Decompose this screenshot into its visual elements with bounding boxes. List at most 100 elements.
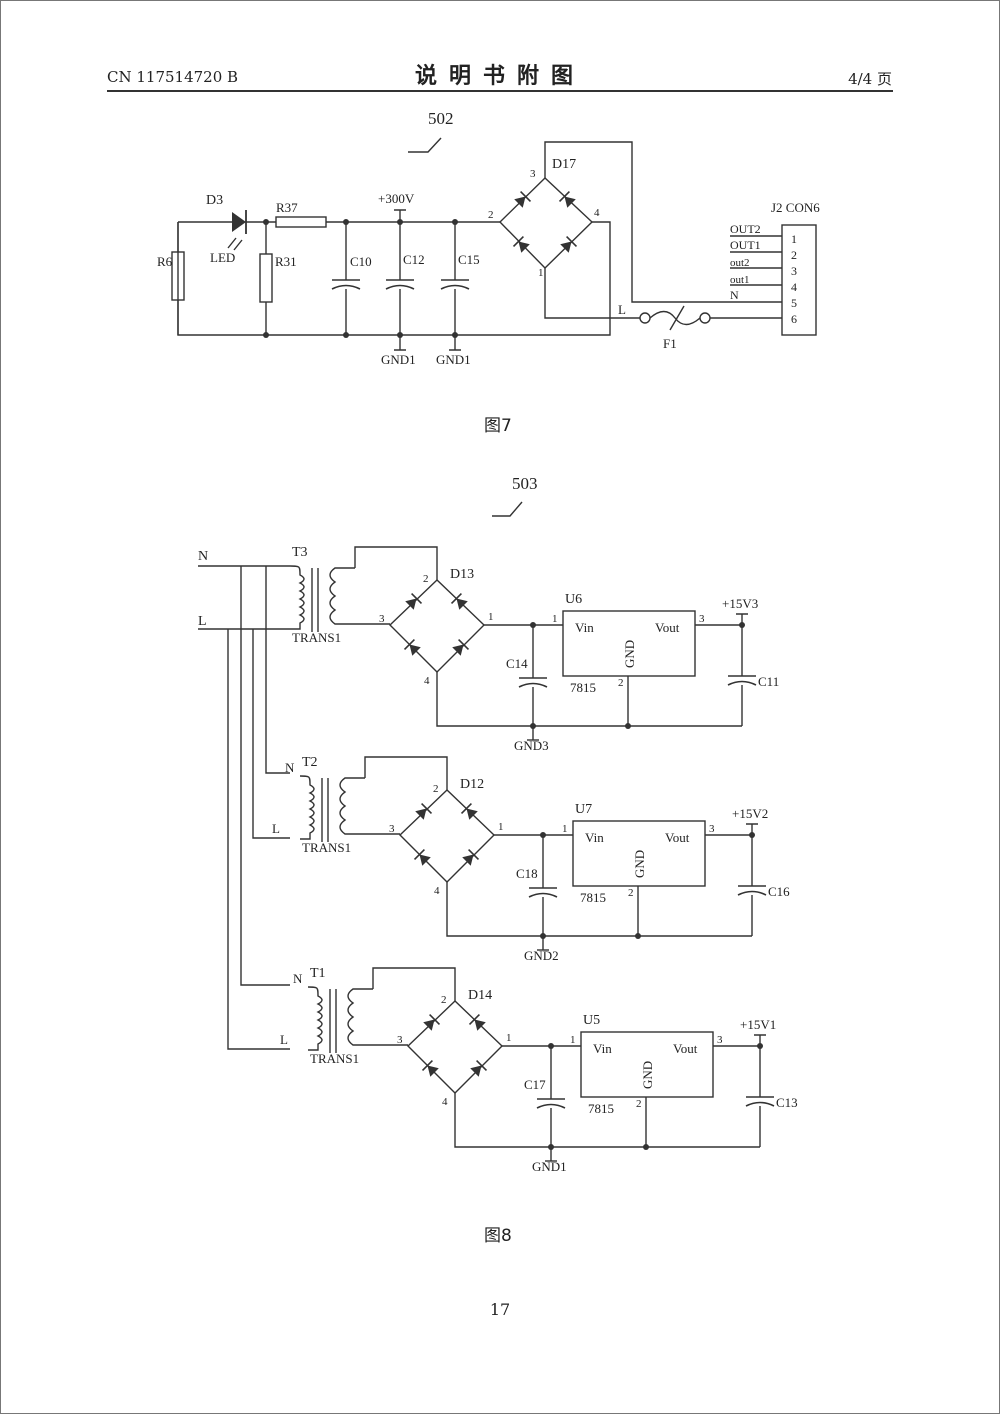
svg-text:1: 1 (791, 232, 797, 246)
label-l: L (618, 302, 626, 317)
reg-pin-3: 3 (709, 823, 715, 835)
label-ground: GND2 (524, 948, 559, 963)
label-vout-rail: +15V3 (722, 596, 758, 611)
label-bridge: D13 (450, 567, 474, 582)
label-sec-l: L (280, 1032, 288, 1047)
svg-text:OUT2: OUT2 (730, 222, 761, 236)
transformer-core (321, 778, 329, 842)
capacitor-out (745, 1096, 775, 1107)
label-gnd1-a: GND1 (381, 352, 416, 367)
label-7815: 7815 (580, 890, 606, 905)
label-7815: 7815 (588, 1101, 614, 1116)
svg-text:N: N (730, 288, 739, 302)
label-c15: C15 (458, 252, 480, 267)
bridge-pin-2: 2 (441, 994, 447, 1006)
label-cout: C13 (776, 1095, 798, 1110)
bridge-rectifier (398, 789, 496, 883)
bridge-rectifier (406, 1000, 504, 1094)
label-r31: R31 (275, 254, 297, 269)
regulator-7815 (580, 1031, 714, 1098)
connector-pin-labels: OUT2 OUT1 out2 out1 N 1 2 3 4 5 6 (730, 222, 797, 326)
label-300v: +300V (378, 191, 415, 206)
label-gnd: GND (622, 640, 637, 668)
label-led: LED (210, 250, 235, 265)
label-cout: C16 (768, 884, 790, 899)
bridge-d17 (499, 177, 594, 269)
transformer-primary (307, 986, 323, 1051)
svg-text:6: 6 (791, 312, 797, 326)
label-f1: F1 (663, 336, 677, 351)
transformer-core (329, 989, 337, 1053)
transformer-primary (289, 565, 305, 630)
label-regulator: U6 (565, 592, 582, 607)
header-rule (107, 90, 893, 92)
label-transformer: T3 (292, 545, 308, 560)
capacitor-in (518, 677, 548, 688)
label-vout: Vout (655, 620, 680, 635)
bridge-pin-4: 4 (434, 885, 440, 897)
label-gnd: GND (640, 1061, 655, 1089)
label-bridge: D14 (468, 988, 492, 1003)
bridge-pin-2: 2 (423, 573, 429, 585)
fuse-f1 (649, 310, 701, 326)
reg-pin-3: 3 (717, 1034, 723, 1046)
label-7815: 7815 (570, 680, 596, 695)
capacitor-out (727, 675, 757, 686)
reg-pin-3: 3 (699, 613, 705, 625)
capacitor-in (536, 1098, 566, 1109)
transformer-core (311, 568, 319, 632)
label-d3: D3 (206, 193, 223, 208)
label-trans1: TRANS1 (302, 840, 351, 855)
transformer-secondary (347, 988, 373, 1046)
label-r37: R37 (276, 200, 298, 215)
fig8-ref-503: 503 (512, 474, 538, 493)
label-vout-rail: +15V2 (732, 806, 768, 821)
reg-pin-2: 2 (636, 1098, 642, 1110)
label-gnd: GND (632, 850, 647, 878)
svg-text:4: 4 (594, 207, 600, 219)
label-ground: GND1 (532, 1159, 567, 1174)
label-vout: Vout (673, 1041, 698, 1056)
label-c12: C12 (403, 252, 425, 267)
transformer-primary (299, 775, 315, 840)
svg-text:OUT1: OUT1 (730, 238, 761, 252)
transformer-secondary (329, 567, 355, 625)
bridge-pin-4: 4 (442, 1096, 448, 1108)
patent-number: CN 117514720 B (107, 68, 239, 86)
regulator-7815 (562, 610, 696, 677)
label-cin: C17 (524, 1077, 546, 1092)
bridge-rectifier (388, 579, 486, 673)
capacitor-in (528, 887, 558, 898)
fig7-ref-502: 502 (428, 109, 454, 128)
bridge-pin-1: 1 (506, 1032, 512, 1044)
regulator-7815 (572, 820, 706, 887)
resistor-r31 (259, 253, 273, 303)
capacitor-c12 (385, 279, 415, 290)
page-number: 17 (489, 1300, 511, 1319)
label-trans1: TRANS1 (310, 1051, 359, 1066)
label-bridge: D12 (460, 777, 484, 792)
transformer-secondary (339, 777, 365, 835)
label-cin: C14 (506, 656, 528, 671)
fig7-ref-leader (408, 137, 442, 153)
svg-text:out1: out1 (730, 274, 750, 286)
label-transformer: T2 (302, 755, 318, 770)
label-j2: J2 CON6 (771, 200, 820, 215)
bridge-pin-3: 3 (389, 823, 395, 835)
bridge-pin-4: 4 (424, 675, 430, 687)
label-trans1: TRANS1 (292, 630, 341, 645)
label-regulator: U7 (575, 802, 592, 817)
svg-text:2: 2 (488, 209, 494, 221)
fig7-n-wire (544, 141, 782, 303)
label-cout: C11 (758, 674, 779, 689)
resistor-r37 (275, 216, 327, 228)
label-vin: Vin (575, 620, 594, 635)
capacitor-c15 (440, 279, 470, 290)
label-ground: GND3 (514, 738, 549, 753)
reg-pin-1: 1 (570, 1034, 576, 1046)
